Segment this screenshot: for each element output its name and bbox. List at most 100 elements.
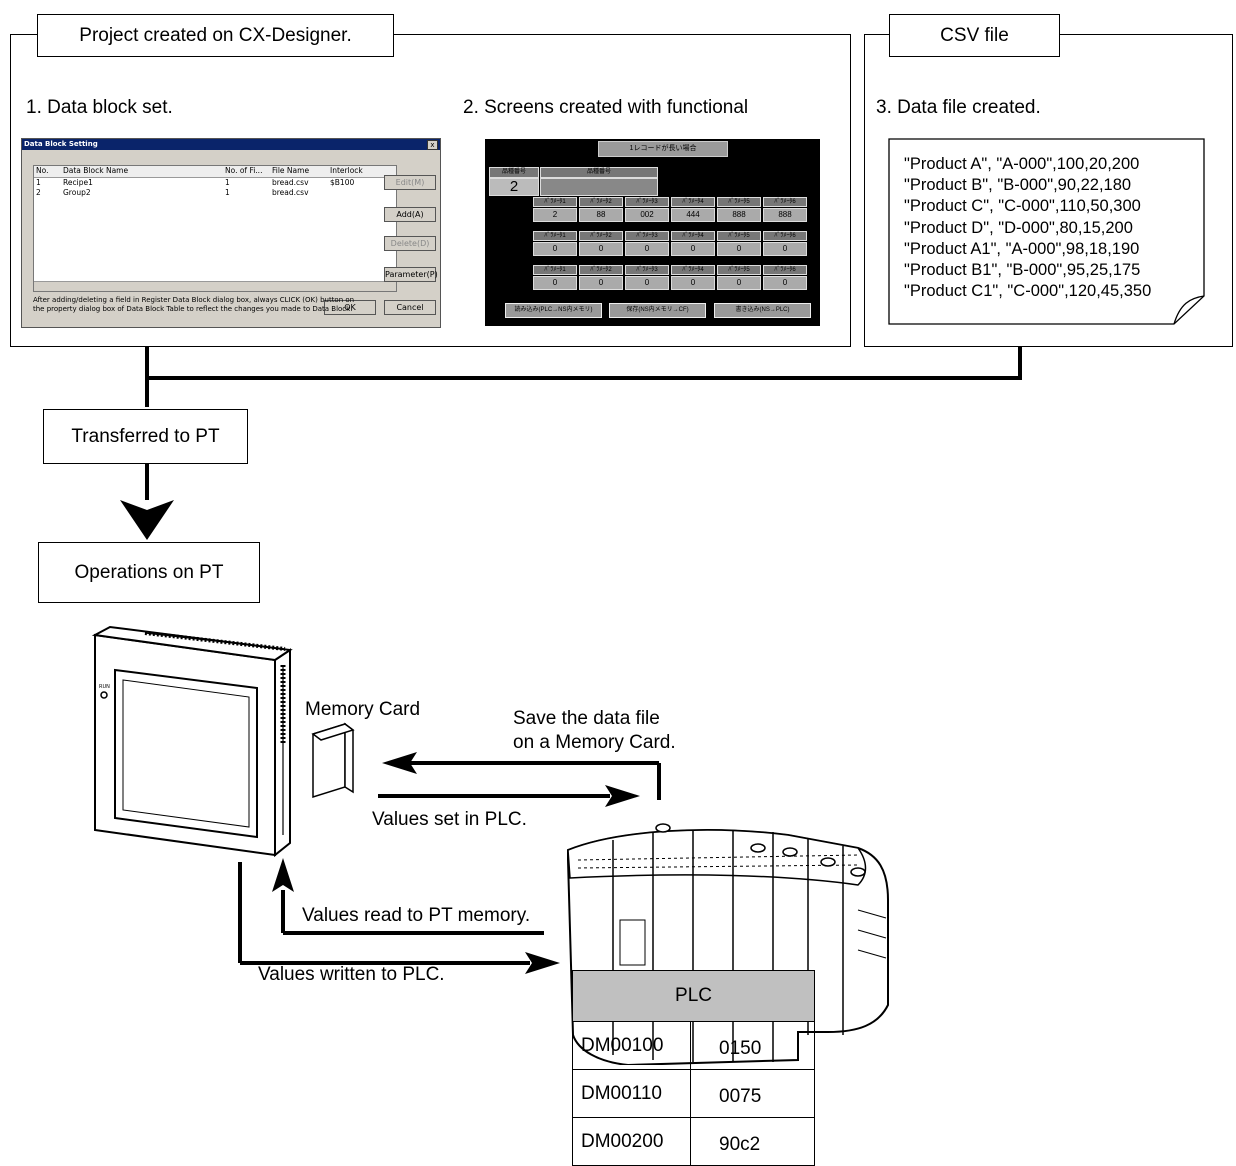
param-label: ﾊﾟﾗﾒｰﾀ2 xyxy=(579,197,623,207)
screen-title: 1レコードが長い場合 xyxy=(598,141,728,157)
values-read-label: Values read to PT memory. xyxy=(302,905,531,926)
step-1-label: 1. Data block set. xyxy=(26,97,173,118)
param-label: ﾊﾟﾗﾒｰﾀ3 xyxy=(625,231,669,241)
param-label: ﾊﾟﾗﾒｰﾀ2 xyxy=(579,231,623,241)
param-label: ﾊﾟﾗﾒｰﾀ6 xyxy=(763,231,807,241)
param-label: ﾊﾟﾗﾒｰﾀ4 xyxy=(671,197,715,207)
memory-card-label: Memory Card xyxy=(305,699,421,720)
save-data-label-line1: Save the data file xyxy=(513,708,660,729)
csv-line: "Product C1", "C-000",120,45,350 xyxy=(904,282,1152,301)
param-label: ﾊﾟﾗﾒｰﾀ2 xyxy=(579,265,623,275)
param-value[interactable]: 002 xyxy=(625,208,669,222)
param-label: ﾊﾟﾗﾒｰﾀ4 xyxy=(671,231,715,241)
table-row[interactable]: 1 Recipe1 1 bread.csv $B100 xyxy=(34,178,396,188)
param-value[interactable]: 0 xyxy=(717,242,761,256)
project-frame xyxy=(10,34,851,347)
screen-big-value: 2 xyxy=(489,178,539,196)
csv-content: "Product A", "A-000",100,20,200 "Product… xyxy=(904,154,1151,302)
param-value[interactable]: 0 xyxy=(763,242,807,256)
write-button[interactable]: 書き込み(NS→PLC) xyxy=(714,303,811,318)
cell: Group2 xyxy=(63,188,91,197)
table-row: DM00100 0150 xyxy=(572,1021,815,1070)
csv-line: "Product D", "D-000",80,15,200 xyxy=(904,218,1133,237)
csv-line: "Product C", "C-000",110,50,300 xyxy=(904,197,1141,216)
param-value[interactable]: 2 xyxy=(533,208,577,222)
edit-button[interactable]: Edit(M) xyxy=(384,175,436,190)
screen-label: 品種番号 xyxy=(489,167,539,178)
save-button[interactable]: 保存(NS内メモリ→CF) xyxy=(609,303,706,318)
csv-note-shape xyxy=(888,138,1205,325)
table-row[interactable]: 2 Group2 1 bread.csv xyxy=(34,188,396,198)
csv-frame-title: CSV file xyxy=(889,14,1060,57)
param-label: ﾊﾟﾗﾒｰﾀ4 xyxy=(671,265,715,275)
cell: bread.csv xyxy=(272,188,309,197)
plc-value: 0150 xyxy=(690,1021,815,1070)
dialog-title: Data Block Setting xyxy=(22,139,440,150)
plc-address: DM00110 xyxy=(572,1069,691,1118)
param-value[interactable]: 0 xyxy=(763,276,807,290)
horizontal-scrollbar[interactable] xyxy=(34,281,396,291)
column-header: Interlock xyxy=(330,166,363,175)
cell: $B100 xyxy=(330,178,355,187)
param-value[interactable]: 0 xyxy=(533,242,577,256)
param-value[interactable]: 0 xyxy=(717,276,761,290)
values-written-label: Values written to PLC. xyxy=(258,964,445,985)
screen-label: 品種番号 xyxy=(540,167,658,178)
param-value[interactable]: 0 xyxy=(671,242,715,256)
param-value[interactable]: 888 xyxy=(717,208,761,222)
param-value[interactable]: 0 xyxy=(579,276,623,290)
param-label: ﾊﾟﾗﾒｰﾀ1 xyxy=(533,231,577,241)
param-value[interactable]: 888 xyxy=(763,208,807,222)
param-label: ﾊﾟﾗﾒｰﾀ1 xyxy=(533,265,577,275)
param-value[interactable]: 0 xyxy=(579,242,623,256)
save-data-label-line2: on a Memory Card. xyxy=(513,732,676,753)
cell: 2 xyxy=(36,188,41,197)
dialog-note: After adding/deleting a field in Registe… xyxy=(33,296,355,313)
add-button[interactable]: Add(A) xyxy=(384,207,436,222)
csv-line: "Product A1", "A-000",98,18,190 xyxy=(904,239,1140,258)
list-header: No. Data Block Name No. of Fi... File Na… xyxy=(34,166,396,178)
column-header: Data Block Name xyxy=(63,166,129,175)
param-label: ﾊﾟﾗﾒｰﾀ5 xyxy=(717,231,761,241)
cell: Recipe1 xyxy=(63,178,93,187)
read-button[interactable]: 読み込み(PLC→NS内メモリ) xyxy=(505,303,602,318)
pt-run-label: RUN xyxy=(99,684,110,690)
param-value[interactable]: 0 xyxy=(533,276,577,290)
param-value[interactable]: 0 xyxy=(671,276,715,290)
table-row: DM00110 0075 xyxy=(572,1069,815,1118)
param-value[interactable]: 0 xyxy=(625,276,669,290)
param-label: ﾊﾟﾗﾒｰﾀ1 xyxy=(533,197,577,207)
project-frame-title: Project created on CX-Designer. xyxy=(37,14,394,57)
plc-address: DM00100 xyxy=(572,1021,691,1070)
param-value[interactable]: 0 xyxy=(625,242,669,256)
ok-button[interactable]: OK xyxy=(324,300,376,315)
plc-value: 0075 xyxy=(690,1069,815,1118)
screen-blank xyxy=(540,178,658,196)
param-label: ﾊﾟﾗﾒｰﾀ5 xyxy=(717,265,761,275)
data-block-setting-dialog: Data Block Setting x No. Data Block Name… xyxy=(21,138,441,328)
cell: 1 xyxy=(225,178,230,187)
operations-on-pt-box: Operations on PT xyxy=(38,542,260,603)
csv-line: "Product A", "A-000",100,20,200 xyxy=(904,155,1140,173)
param-label: ﾊﾟﾗﾒｰﾀ3 xyxy=(625,197,669,207)
close-icon[interactable]: x xyxy=(427,140,438,150)
csv-line: "Product B1", "B-000",95,25,175 xyxy=(904,261,1141,280)
param-label: ﾊﾟﾗﾒｰﾀ5 xyxy=(717,197,761,207)
param-value[interactable]: 88 xyxy=(579,208,623,222)
values-set-label: Values set in PLC. xyxy=(372,809,527,830)
param-value[interactable]: 444 xyxy=(671,208,715,222)
plc-table-header: PLC xyxy=(572,970,815,1022)
parameter-button[interactable]: Parameter(P) xyxy=(384,267,438,282)
delete-button[interactable]: Delete(D) xyxy=(384,236,436,251)
cancel-button[interactable]: Cancel xyxy=(384,300,436,315)
cell: 1 xyxy=(225,188,230,197)
param-label: ﾊﾟﾗﾒｰﾀ6 xyxy=(763,265,807,275)
column-header: No. of Fi... xyxy=(225,166,263,175)
step-3-label: 3. Data file created. xyxy=(876,97,1041,118)
memory-card-illustration xyxy=(311,722,355,799)
param-label: ﾊﾟﾗﾒｰﾀ3 xyxy=(625,265,669,275)
plc-address: DM00200 xyxy=(572,1117,691,1166)
csv-line: "Product B", "B-000",90,22,180 xyxy=(904,176,1132,195)
param-label: ﾊﾟﾗﾒｰﾀ6 xyxy=(763,197,807,207)
